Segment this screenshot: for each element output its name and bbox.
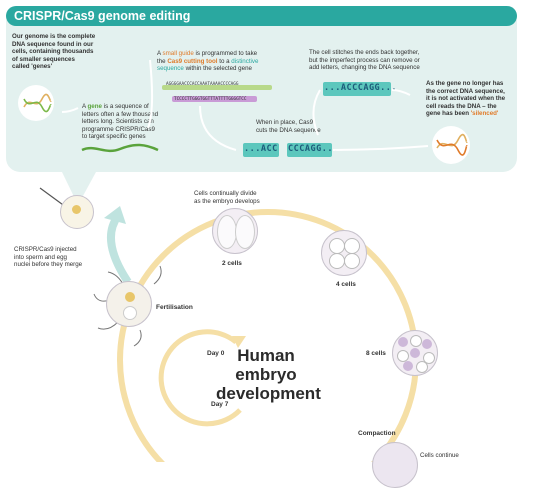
silenced-description: As the gene no longer has the correct DN… <box>426 80 514 118</box>
stitch-text-line: but the imperfect process can remove or <box>309 56 420 64</box>
dna-fragment-right <box>287 143 332 157</box>
dna-helix-icon <box>18 85 54 121</box>
genome-intro-text: Our genome is the complete DNA sequence … <box>12 33 112 71</box>
injection-text-line: nuclei before they merge <box>14 261 83 269</box>
intro-line: of smaller sequences <box>12 55 75 63</box>
guide-description: A small guide is programmed to take the … <box>157 50 292 73</box>
blastomere <box>329 253 345 269</box>
silenced-helix-icon <box>432 126 470 164</box>
stitch-description: The cell stitches the ends back together… <box>309 49 449 72</box>
egg-cell-injection <box>60 195 94 229</box>
title-line: development <box>216 384 321 403</box>
pronucleus <box>125 292 135 302</box>
gene-text-line: to target specific genes <box>82 133 146 141</box>
cycle-ring <box>117 209 419 462</box>
guide-text-part: to a <box>217 57 232 65</box>
page-title: CRISPR/Cas9 genome editing <box>6 6 517 26</box>
gene-text-line: programme CRISPR/Cas9 <box>82 125 155 133</box>
small-guide-term: small guide <box>162 50 194 57</box>
gene-text-line: letters long. Scientists can <box>82 118 154 126</box>
stitched-sequence: ...ACCCAGG... <box>324 83 398 93</box>
blastomere <box>344 238 360 254</box>
gene-description: A gene is a sequence of letters often a … <box>82 103 182 141</box>
title-line: Human <box>237 346 295 365</box>
two-cell-embryo <box>212 208 258 254</box>
blastomere <box>422 339 432 349</box>
silenced-text-line: the correct DNA sequence, <box>426 87 505 95</box>
silenced-term: 'silenced' <box>470 110 499 118</box>
sequence-term: sequence <box>157 65 184 73</box>
silenced-text-line: cell reads the DNA – the <box>426 102 497 110</box>
injection-text-line: into sperm and egg <box>14 253 67 261</box>
blastomere <box>329 238 345 254</box>
intro-line: cells, containing thousands <box>12 48 94 56</box>
blastomere <box>410 335 422 347</box>
compacted-embryo <box>372 442 418 488</box>
four-cell-embryo <box>321 230 367 276</box>
silenced-text-line: gene has been <box>426 110 471 118</box>
dna-sequence-top: AGGGGAACCCACCAAATAAAACCCCAGG <box>166 82 239 87</box>
divide-text-line: as the embryo develops <box>194 197 260 205</box>
cut-sequence-right: CCCAGG... <box>288 144 339 154</box>
stitched-dna-strand <box>323 82 391 96</box>
pronucleus <box>123 306 137 320</box>
silenced-text-line: it is not activated when the <box>426 95 506 103</box>
day-seven-label: Day 7 <box>211 401 229 408</box>
fertilised-egg <box>106 281 152 327</box>
cut-text-line: cuts the DNA sequence <box>256 126 321 134</box>
stitch-text-line: The cell stitches the ends back together… <box>309 49 420 56</box>
guide-rna-strand <box>172 96 257 102</box>
day-zero-label: Day 0 <box>207 350 225 357</box>
blastomere <box>403 361 413 371</box>
gene-text-lead: A <box>82 103 88 110</box>
gene-strand-icon <box>80 142 160 156</box>
silenced-text-line: As the gene no longer has <box>426 80 504 87</box>
divide-text-line: Cells continually divide <box>194 190 257 197</box>
blastomere <box>217 215 237 249</box>
cut-description: When in place, Cas9 cuts the DNA sequenc… <box>256 119 346 134</box>
injection-label: CRISPR/Cas9 injected into sperm and egg … <box>14 246 124 269</box>
day-arc <box>158 329 242 427</box>
blastomere <box>410 348 420 358</box>
eight-cells-label: 8 cells <box>366 350 386 357</box>
gene-word: gene <box>87 103 102 110</box>
cut-text-line: When in place, Cas9 <box>256 119 314 126</box>
guide-text-part: the <box>157 57 168 65</box>
eight-cell-embryo <box>392 330 438 376</box>
blastomere <box>423 352 435 364</box>
guide-text-part: A <box>157 50 163 57</box>
dna-strand-top <box>162 85 272 90</box>
guide-text-part: is programmed to take <box>193 50 258 57</box>
cells-continue-label: Cells continue <box>420 452 459 459</box>
four-cells-label: 4 cells <box>336 281 356 288</box>
two-cells-label: 2 cells <box>222 260 242 267</box>
blastomere <box>416 361 428 373</box>
blastomere <box>344 253 360 269</box>
guide-text-part: within the selected gene <box>183 65 252 73</box>
cut-sequence-left: ...ACC <box>244 144 278 154</box>
embryo-title: Human embryo development <box>216 346 321 403</box>
gene-text-line: is a sequence of <box>103 103 149 110</box>
compaction-label: Compaction <box>358 430 396 437</box>
injection-text-line: CRISPR/Cas9 injected <box>14 246 77 253</box>
fertilisation-label: Fertilisation <box>156 304 193 311</box>
stitch-text-line: add letters, changing the DNA sequence <box>309 64 420 72</box>
egg-nucleus <box>72 205 81 214</box>
dna-sequence-bottom: TCCCCTTGGGTGGTTTATTTTGGGGTCC <box>174 97 247 102</box>
dna-fragment-left <box>243 143 279 157</box>
intro-line: called 'genes' <box>12 63 53 71</box>
gene-text-line: letters often a few thousand <box>82 110 159 118</box>
blastomere <box>397 350 409 362</box>
cas9-term: Cas9 cutting tool <box>167 57 218 65</box>
blastomere <box>235 215 255 249</box>
distinctive-term: distinctive <box>231 57 259 65</box>
title-line: embryo <box>235 365 297 384</box>
intro-line: Our genome is the complete <box>12 33 96 40</box>
divide-label: Cells continually divide as the embryo d… <box>194 190 304 205</box>
panel-flow-arrows <box>61 59 429 200</box>
intro-line: DNA sequence found in our <box>12 40 94 48</box>
blastomere <box>398 337 408 347</box>
